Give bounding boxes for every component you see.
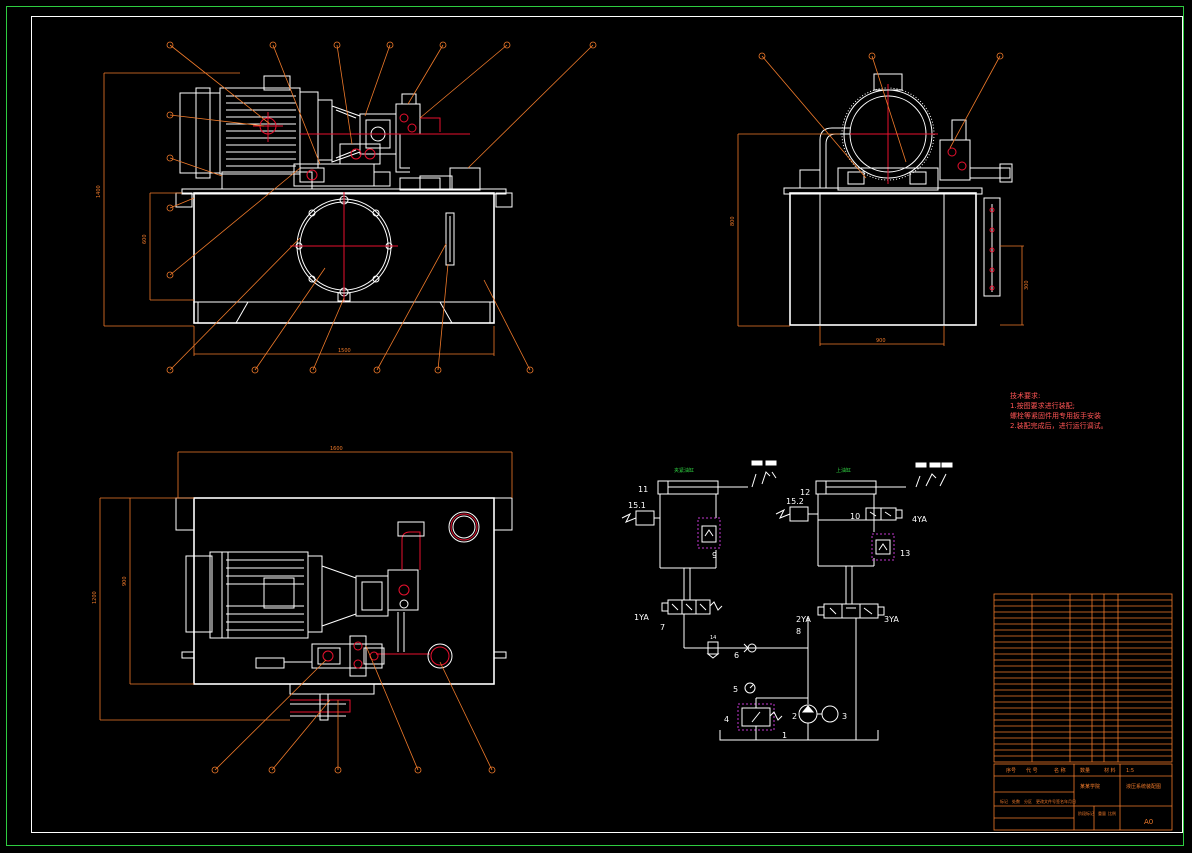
dim-side-width: 900 — [876, 338, 886, 344]
label-2: 2 — [792, 712, 797, 721]
tech-req-line-2: 螺栓等紧固件用专用扳手安装 — [1010, 411, 1101, 420]
top-pressure-gauge — [427, 643, 453, 669]
tb-weight: 重量 — [1098, 810, 1106, 816]
label-15-1: 15.1 — [628, 501, 646, 510]
circuit-label-right: 上油缸 — [836, 467, 851, 474]
tech-req-title: 技术要求: — [1010, 391, 1040, 400]
side-level-gauge — [983, 197, 1001, 297]
tb-scale-label: 比例 — [1108, 810, 1116, 816]
directional-valve-8 — [823, 603, 879, 619]
motor-terminal-box — [263, 75, 291, 91]
tb-header-qty: 数量 — [1080, 767, 1090, 774]
label-14: 14 — [710, 635, 716, 641]
limit-switches-left — [751, 460, 777, 488]
tb-header-no: 序号 — [1006, 767, 1016, 774]
title-block: 序号 代 号 名 称 数量 材 料 液压系统装配图 某某学院 A0 标记 处数 … — [993, 763, 1173, 831]
side-tank-body — [789, 192, 977, 326]
drawing-border-frame — [31, 16, 1183, 833]
tb-sign-sign: 签名 — [1056, 798, 1064, 804]
circuit-label-left: 夹紧油缸 — [674, 467, 694, 474]
outer-border-frame — [6, 6, 1184, 846]
label-4: 4 — [724, 715, 729, 724]
tb-scale: 1:5 — [1126, 768, 1134, 774]
top-motor-body — [221, 551, 309, 639]
top-filler-cap — [448, 511, 480, 543]
label-13: 13 — [900, 549, 910, 558]
pressure-switch-15-2 — [789, 506, 809, 522]
side-view: 800 900 300 — [730, 52, 1030, 346]
label-8: 8 — [796, 627, 801, 636]
tb-sheet-size: A0 — [1144, 818, 1153, 826]
tech-req-line-1: 1.按图要求进行装配; — [1010, 401, 1075, 410]
reservoir-1 — [719, 730, 879, 741]
label-7: 7 — [660, 623, 665, 632]
tb-drawing-name: 液压系统装配图 — [1126, 783, 1161, 790]
label-5: 5 — [733, 685, 738, 694]
label-15-2: 15.2 — [786, 497, 804, 506]
dim-side-gauge: 300 — [1024, 280, 1030, 290]
bill-of-materials — [993, 593, 1173, 763]
label-4ya: 4YA — [912, 515, 927, 524]
top-view: 1600 1200 900 — [92, 446, 513, 774]
label-3: 3 — [842, 712, 847, 721]
label-9: 9 — [712, 551, 717, 560]
label-1ya: 1YA — [634, 613, 649, 622]
tb-sign-zone: 分区 — [1024, 798, 1032, 804]
label-6: 6 — [734, 651, 739, 660]
dim-front-tank-height: 600 — [142, 234, 148, 244]
tb-header-name: 名 称 — [1054, 767, 1066, 774]
tb-header-material: 材 料 — [1104, 767, 1116, 774]
tb-header-code: 代 号 — [1026, 767, 1038, 774]
tb-company: 某某学院 — [1080, 783, 1100, 790]
label-2ya: 2YA — [796, 615, 811, 624]
tech-req-line-3: 2.装配完成后，进行运行调试。 — [1010, 421, 1108, 430]
dim-top-height: 1200 — [92, 591, 98, 604]
label-11: 11 — [638, 485, 648, 494]
tb-sign-mark: 标记 — [1000, 798, 1008, 804]
dim-front-width: 1500 — [338, 348, 351, 354]
tb-stage: 阶段标记 — [1078, 810, 1094, 816]
pressure-gauge-5 — [744, 682, 756, 694]
motor-fan-cover — [179, 92, 221, 174]
tb-sign-count: 处数 — [1012, 798, 1020, 804]
dim-top-depth: 900 — [122, 576, 128, 586]
check-valve-13 — [871, 533, 895, 561]
limit-switches-right — [915, 462, 953, 488]
oil-level-gauge — [445, 212, 455, 266]
check-valve-9 — [697, 517, 721, 549]
filler-cap — [449, 167, 481, 191]
label-12: 12 — [800, 488, 810, 497]
hydraulic-schematic: 夹紧油缸 上油缸 11 12 — [621, 460, 953, 741]
tb-sign-date: 年月日 — [1064, 798, 1076, 804]
motor-3 — [821, 705, 839, 723]
label-3ya: 3YA — [884, 615, 899, 624]
dim-top-width: 1600 — [330, 446, 343, 452]
front-view: 1400 600 1500 — [96, 41, 597, 374]
front-view-balloons — [166, 41, 597, 374]
dim-front-height: 1400 — [96, 185, 102, 198]
tech-requirements: 技术要求: 1.按图要求进行装配; 螺栓等紧固件用专用扳手安装 2.装配完成后，… — [1010, 391, 1108, 430]
pressure-switch-15-1 — [635, 510, 655, 526]
label-1: 1 — [782, 731, 787, 740]
dim-side-height: 800 — [730, 216, 736, 226]
label-10: 10 — [850, 512, 860, 521]
tb-sign-doc: 更改文件号 — [1036, 798, 1056, 804]
